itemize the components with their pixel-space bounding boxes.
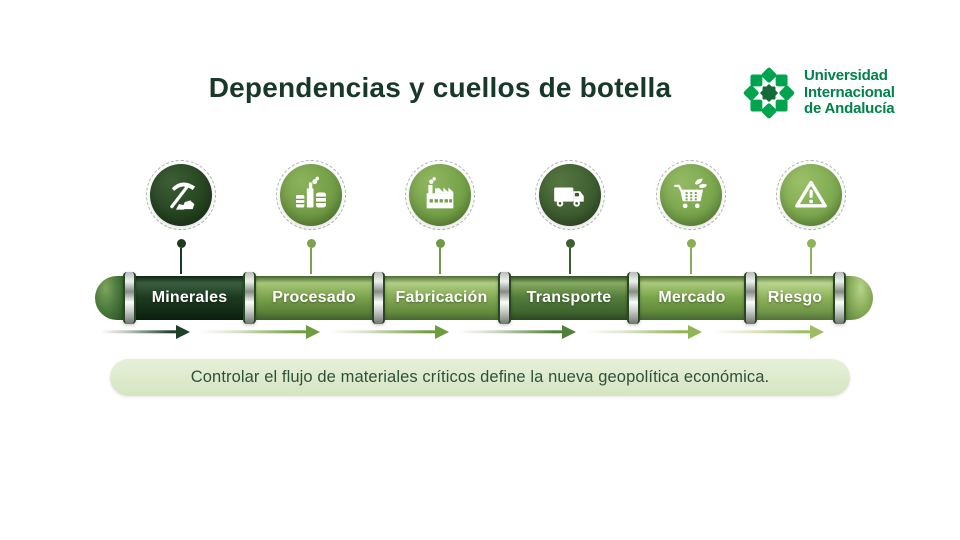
stage-marker-procesado bbox=[275, 160, 347, 274]
dashed-ring bbox=[405, 160, 475, 230]
mercado-icon-circle bbox=[660, 164, 722, 226]
transporte-icon-circle bbox=[539, 164, 601, 226]
stage-marker-transporte bbox=[534, 160, 606, 274]
stage-marker-riesgo bbox=[775, 160, 847, 274]
pipe-ring bbox=[498, 272, 511, 324]
pipe-segment-riesgo: Riesgo bbox=[757, 276, 833, 320]
connector-pin bbox=[806, 239, 816, 274]
key-message-banner: Controlar el flujo de materiales crítico… bbox=[110, 359, 850, 396]
pipe-segment-procesado: Procesado bbox=[256, 276, 372, 320]
shopping-cart-icon bbox=[674, 178, 708, 209]
pipe-segment-transporte: Transporte bbox=[511, 276, 627, 320]
fabricacion-icon-circle bbox=[409, 164, 471, 226]
factory-icon bbox=[426, 177, 454, 209]
connector-pin bbox=[306, 239, 316, 274]
truck-icon bbox=[554, 187, 584, 207]
pipe-ring bbox=[744, 272, 757, 324]
flow-arrow-4 bbox=[458, 322, 576, 342]
logo-line-2: Internacional bbox=[804, 83, 895, 101]
dashed-ring bbox=[276, 160, 346, 230]
stage-marker-minerales bbox=[145, 160, 217, 274]
pipe-ring bbox=[243, 272, 256, 324]
procesado-icon-circle bbox=[280, 164, 342, 226]
flow-arrow-1 bbox=[100, 322, 190, 342]
stage-marker-fabricacion bbox=[404, 160, 476, 274]
dashed-ring bbox=[656, 160, 726, 230]
dashed-ring bbox=[146, 160, 216, 230]
dashed-ring bbox=[776, 160, 846, 230]
pipe-cap-right bbox=[846, 276, 873, 320]
pipe-segment-fabricacion: Fabricación bbox=[385, 276, 498, 320]
arrow-head-icon bbox=[176, 325, 190, 339]
flow-arrow-2 bbox=[200, 322, 320, 342]
unia-logo: Universidad Internacional de Andalucía bbox=[742, 66, 895, 120]
warning-triangle-icon bbox=[795, 180, 827, 208]
flow-arrow-6 bbox=[712, 322, 824, 342]
pipe-ring bbox=[123, 272, 136, 324]
connector-pin bbox=[435, 239, 445, 274]
stage-marker-mercado bbox=[655, 160, 727, 274]
connector-pin bbox=[686, 239, 696, 274]
connector-pin bbox=[176, 239, 186, 274]
flow-arrow-3 bbox=[330, 322, 449, 342]
unia-logo-icon bbox=[743, 67, 795, 119]
arrow-head-icon bbox=[306, 325, 320, 339]
pipe-ring bbox=[372, 272, 385, 324]
connector-pin bbox=[565, 239, 575, 274]
pickaxe-mining-icon bbox=[170, 182, 196, 210]
arrow-head-icon bbox=[810, 325, 824, 339]
supply-chain-pipeline: Minerales Procesado Fabricación Transpor… bbox=[95, 272, 873, 324]
flow-arrow-5 bbox=[586, 322, 702, 342]
pipe-segment-mercado: Mercado bbox=[640, 276, 744, 320]
logo-line-1: Universidad bbox=[804, 67, 888, 85]
pipe-segment-minerales: Minerales bbox=[136, 276, 243, 320]
pipe-ring bbox=[833, 272, 846, 324]
unia-logo-text: Universidad Internacional de Andalucía bbox=[804, 68, 895, 118]
key-message-text: Controlar el flujo de materiales crítico… bbox=[190, 368, 770, 386]
riesgo-icon-circle bbox=[780, 164, 842, 226]
arrow-head-icon bbox=[562, 325, 576, 339]
pipe-ring bbox=[627, 272, 640, 324]
pipe-cap-left bbox=[95, 276, 123, 320]
logo-line-3: de Andalucía bbox=[804, 100, 895, 118]
page-title: Dependencias y cuellos de botella bbox=[208, 72, 672, 103]
processing-plant-icon bbox=[296, 176, 326, 208]
minerales-icon-circle bbox=[150, 164, 212, 226]
arrow-head-icon bbox=[688, 325, 702, 339]
dashed-ring bbox=[535, 160, 605, 230]
arrow-head-icon bbox=[435, 325, 449, 339]
